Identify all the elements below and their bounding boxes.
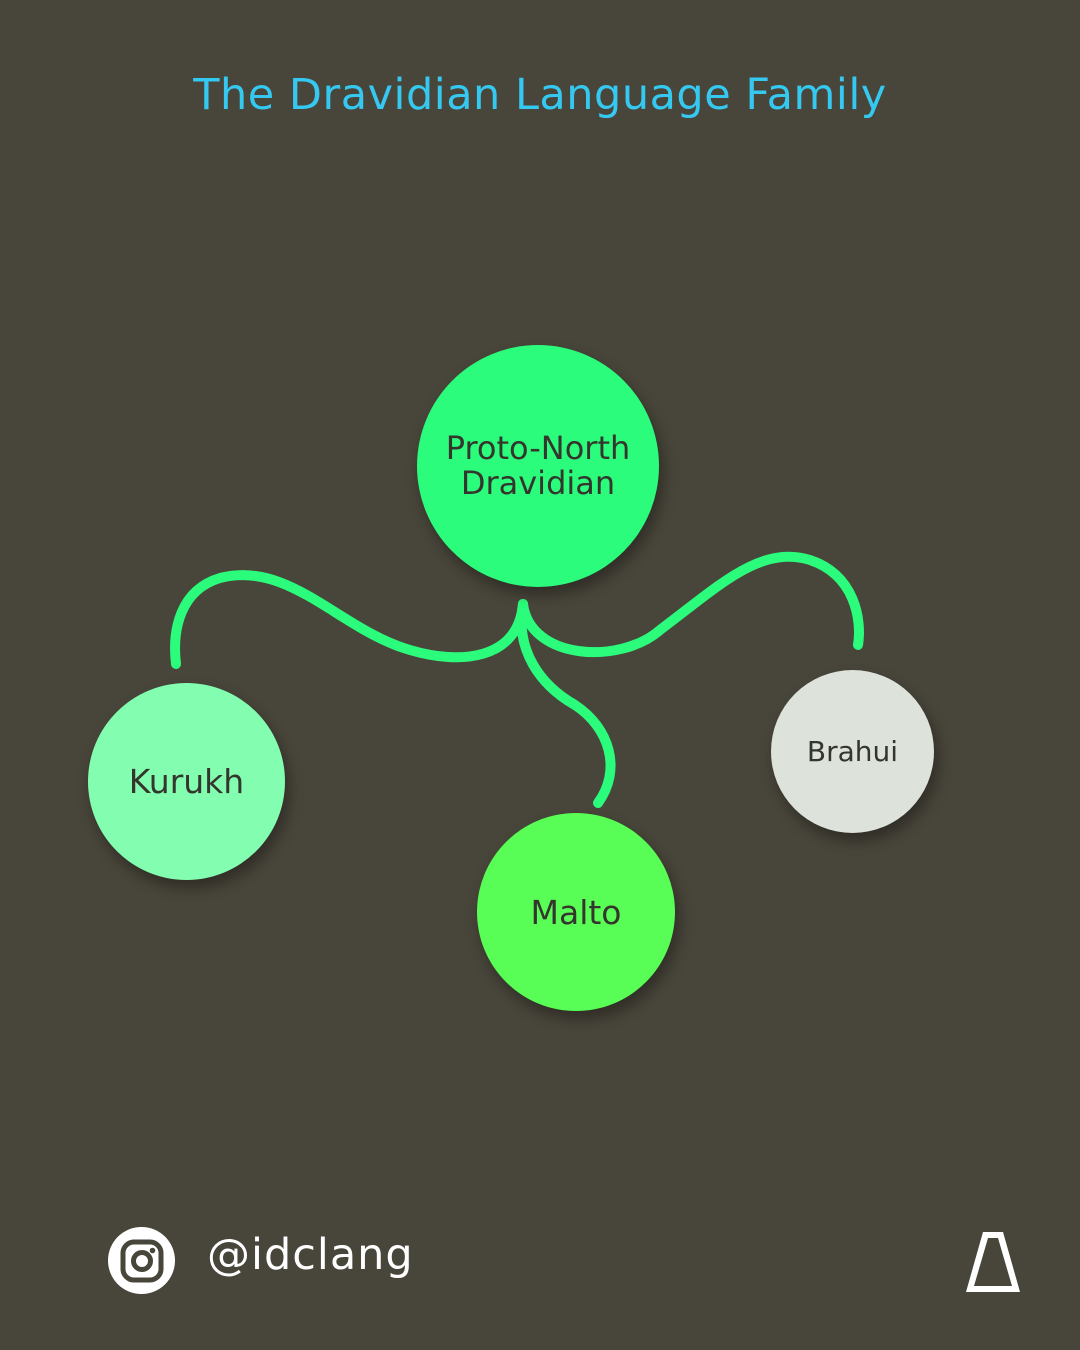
edge-root-kurukh	[170, 570, 528, 669]
node-label-line: Proto-North	[445, 429, 631, 467]
instagram-icon[interactable]	[108, 1227, 175, 1294]
node-kurukh: Kurukh	[88, 683, 285, 880]
node-proto-north-dravidian: Proto-North Dravidian	[417, 345, 659, 587]
edge-root-malto	[516, 599, 616, 808]
page-title: The Dravidian Language Family	[193, 70, 887, 120]
node-label: Kurukh	[128, 762, 245, 801]
node-label-line: Dravidian	[460, 464, 616, 502]
node-malto: Malto	[477, 813, 675, 1011]
node-label: Brahui	[806, 735, 899, 768]
social-handle[interactable]: @idclang	[207, 1230, 414, 1280]
node-brahui: Brahui	[771, 670, 934, 833]
instagram-glyph	[120, 1239, 163, 1282]
delta-logo-icon	[966, 1232, 1020, 1292]
node-label: Malto	[530, 892, 622, 932]
edge-root-brahui	[518, 551, 864, 658]
